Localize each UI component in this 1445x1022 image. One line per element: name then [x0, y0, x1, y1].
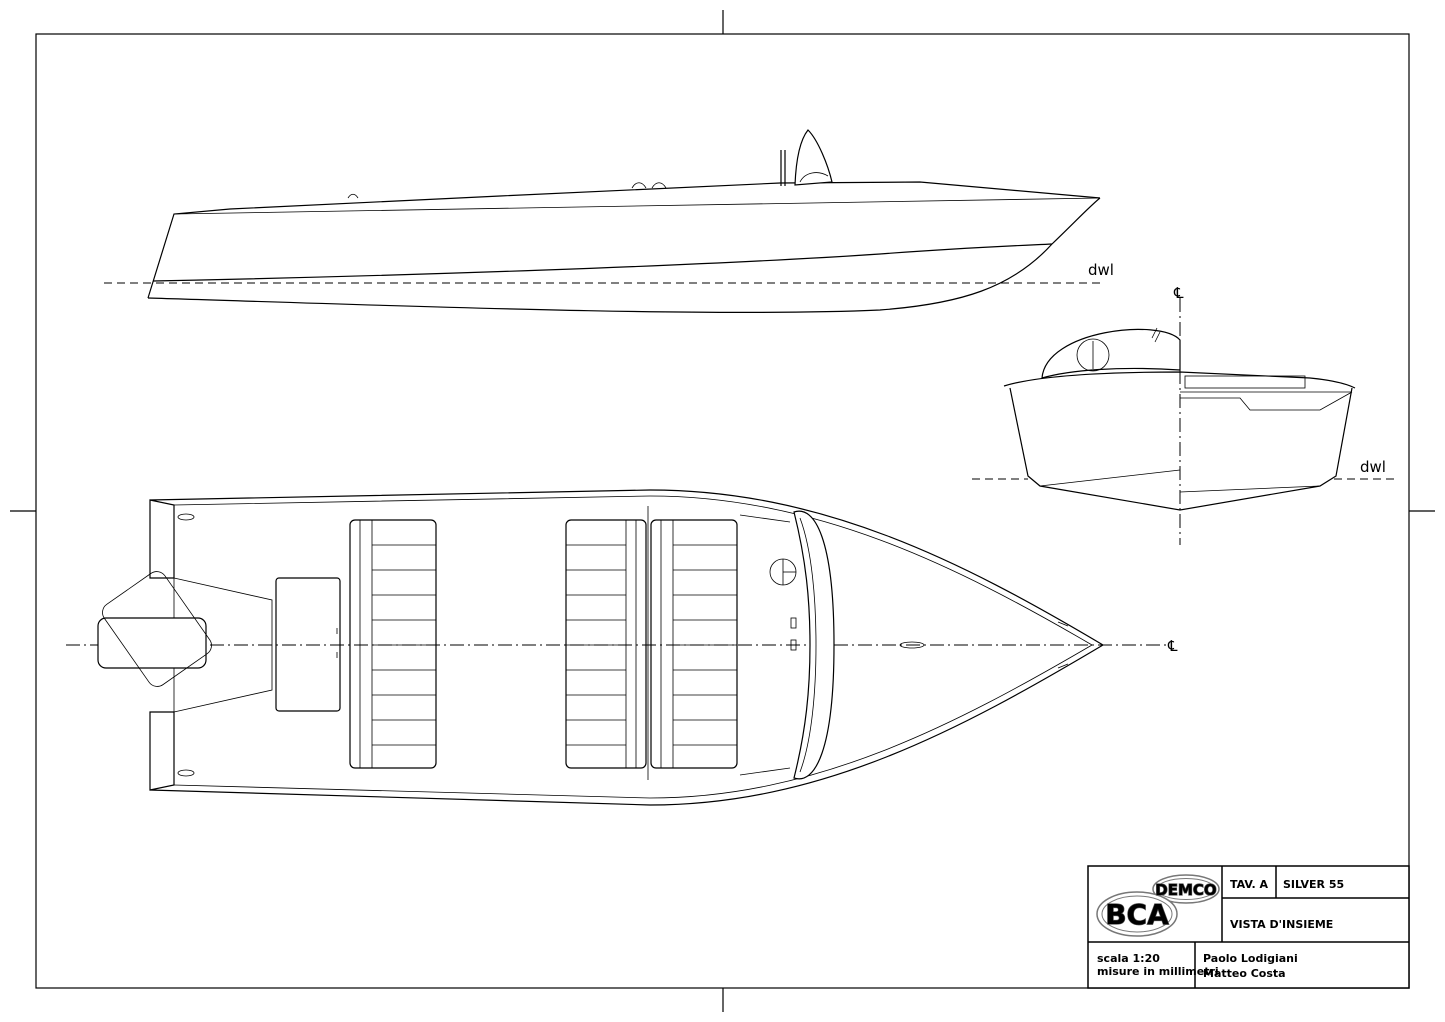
scale-text: scala 1:20 — [1097, 952, 1160, 965]
units-text: misure in millimetri — [1097, 965, 1219, 978]
logo-bca-text: BCA — [1105, 898, 1169, 931]
drawing-title: VISTA D'INSIEME — [1230, 918, 1333, 931]
section-view: ℄ dwl — [972, 284, 1398, 545]
logo-demco-text: DEMCO — [1155, 881, 1216, 899]
plan-view: ℄ — [66, 489, 1178, 806]
author-2: Matteo Costa — [1203, 967, 1286, 980]
centerline-label-section: ℄ — [1173, 284, 1184, 302]
sheet-number: TAV. A — [1230, 878, 1269, 891]
centerline-label-plan: ℄ — [1167, 637, 1178, 655]
profile-view: dwl — [104, 129, 1114, 314]
author-1: Paolo Lodigiani — [1203, 952, 1298, 965]
dwl-label-section: dwl — [1360, 458, 1386, 476]
sheet-frame — [10, 10, 1435, 1012]
bca-demco-logo: DEMCO BCA — [1096, 874, 1220, 937]
project-name: SILVER 55 — [1283, 878, 1344, 891]
seat-slats — [372, 544, 737, 746]
title-block: DEMCO BCA TAV. A SILVER 55 VISTA D'INSIE… — [1087, 865, 1410, 989]
dwl-label-profile: dwl — [1088, 261, 1114, 279]
